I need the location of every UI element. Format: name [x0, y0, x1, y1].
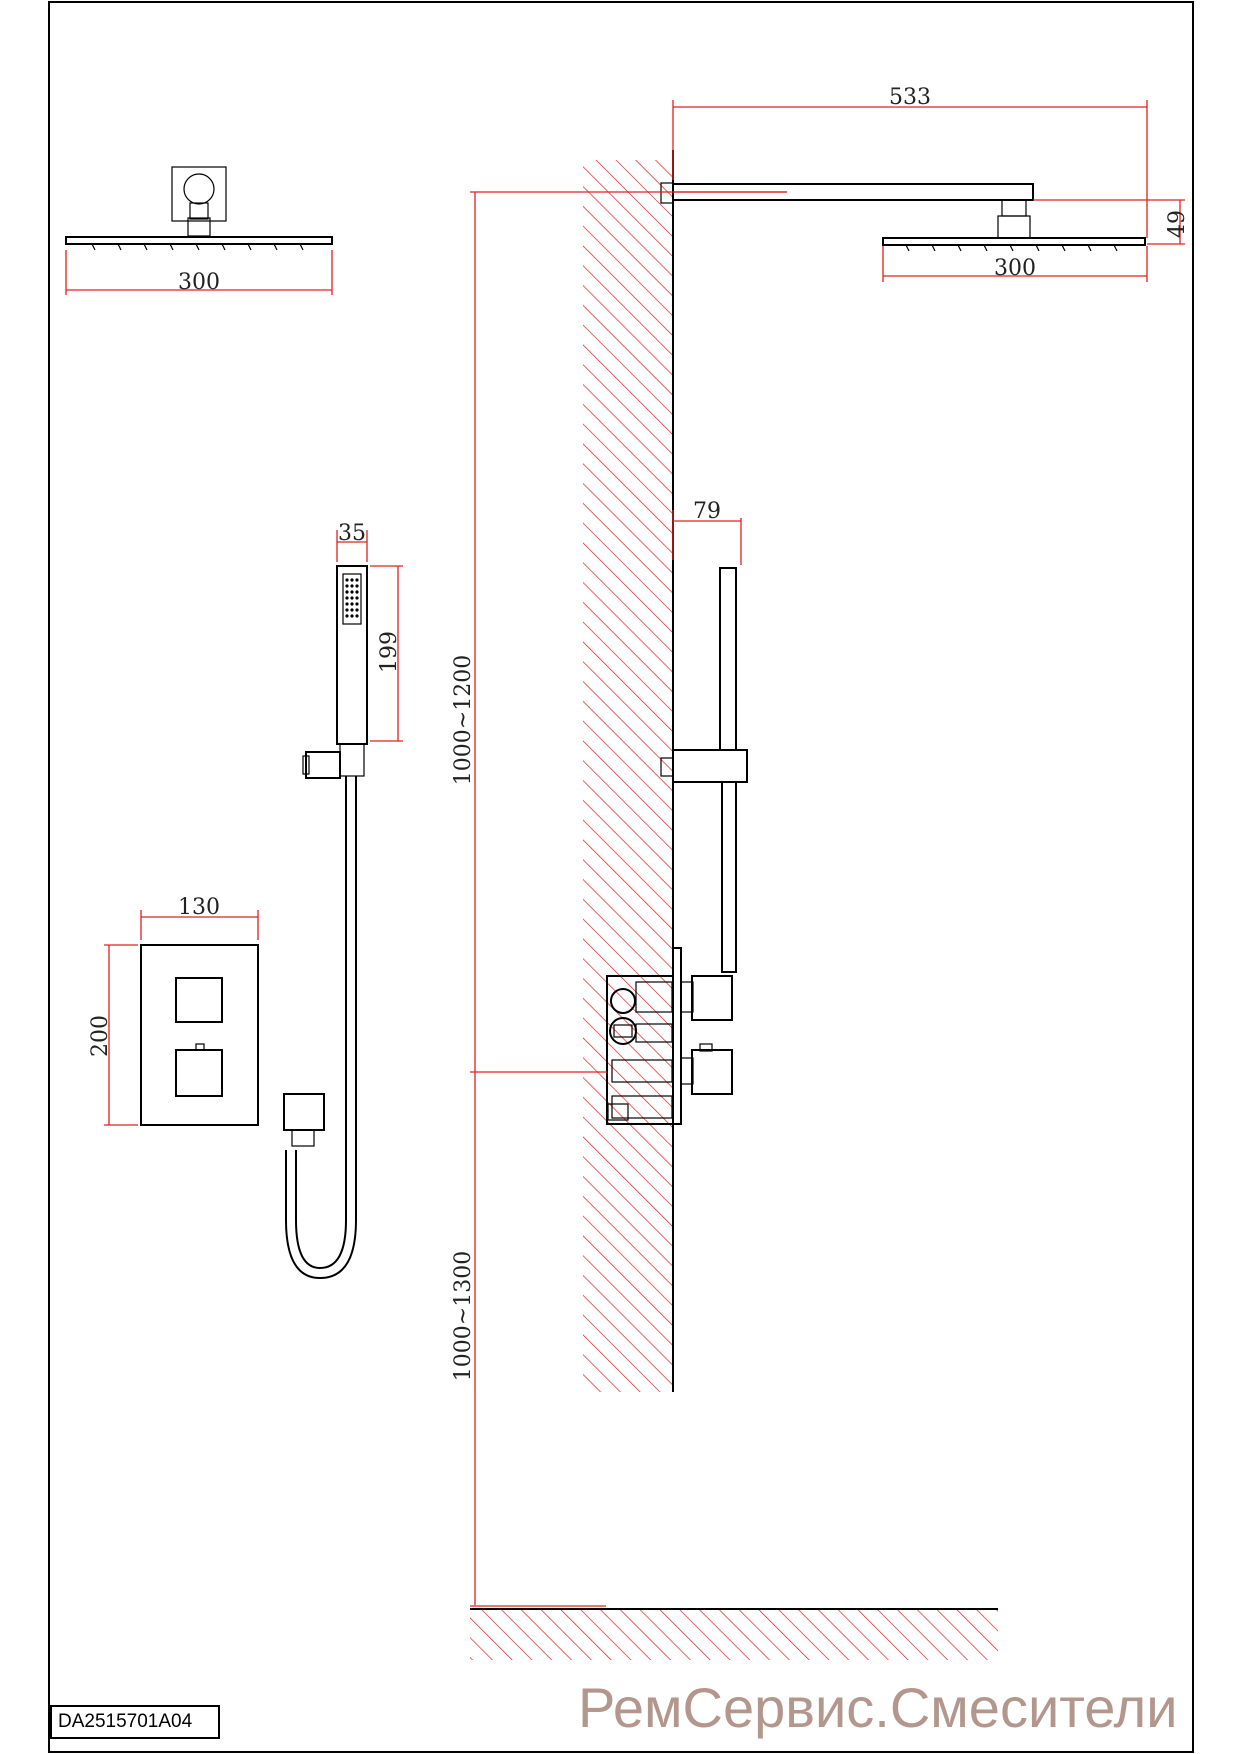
dim-handset-lines	[336, 530, 403, 742]
floor-hatch	[470, 1610, 998, 1660]
dim-handset-height: 199	[377, 631, 402, 673]
top-shower-head-view	[65, 166, 333, 295]
trim-plate-front-view	[140, 944, 259, 1126]
drawing-code-label: DA2515701A04	[50, 1705, 220, 1739]
dim-height-lines	[470, 191, 787, 1607]
dim-top-shower-width: 300	[178, 270, 220, 295]
wall-hatch	[583, 160, 673, 1392]
dim-side-shower-width: 300	[994, 256, 1036, 281]
dim-plate-width: 130	[178, 895, 220, 920]
dim-head-drop-lines	[1033, 199, 1185, 245]
sheet-frame	[48, 1, 1194, 1753]
handset-side-view	[660, 567, 748, 973]
dim-mixer-height-range: 1000~1300	[451, 1251, 476, 1381]
dim-arm-height-range: 1000~1200	[451, 655, 476, 785]
watermark-text: РемСервис.Смесители	[578, 1676, 1178, 1739]
dim-arm-length-lines	[672, 100, 1148, 238]
dim-arm-length: 533	[889, 85, 931, 110]
dim-side-shower-width-lines	[882, 246, 1148, 282]
mixer-side-view	[606, 947, 733, 1125]
hand-shower-front-view	[283, 565, 368, 1280]
dim-plate-lines	[104, 910, 259, 1126]
dim-holder-offset-lines	[672, 510, 742, 565]
dim-head-drop: 49	[1165, 210, 1190, 238]
dim-plate-height: 200	[88, 1015, 113, 1057]
dim-handset-width: 35	[338, 521, 366, 546]
dim-holder-offset: 79	[693, 499, 721, 524]
shower-arm-side-view	[660, 182, 1146, 252]
